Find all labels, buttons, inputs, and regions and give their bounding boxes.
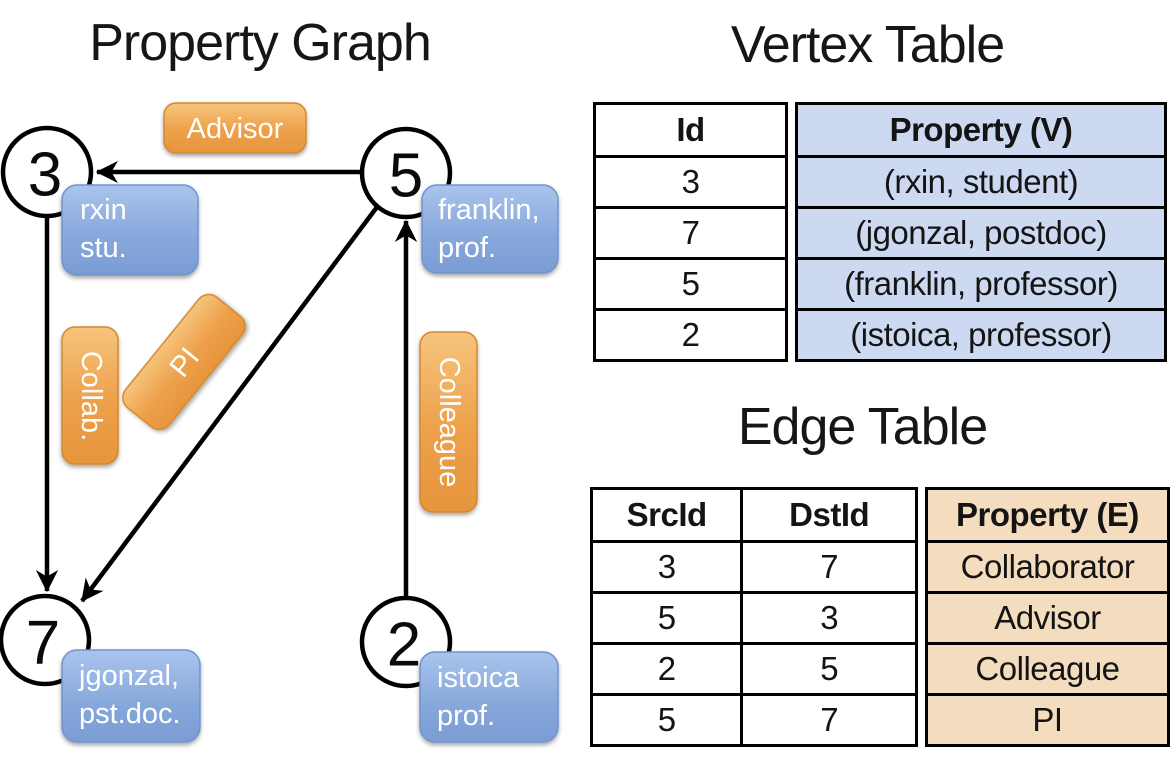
edge-table-header-row: SrcId DstId bbox=[589, 487, 918, 543]
node-5-property-line2: prof. bbox=[438, 232, 496, 264]
table-row: 5 7 bbox=[589, 693, 918, 747]
node-2-label: 2 bbox=[387, 611, 421, 680]
node-7-label: 7 bbox=[26, 609, 60, 678]
table-row: (franklin, professor) bbox=[795, 257, 1167, 311]
cell-srcid: 2 bbox=[589, 642, 744, 696]
vertex-table-title: Vertex Table bbox=[730, 16, 1005, 74]
cell-dstid: 7 bbox=[740, 540, 918, 594]
node-3-label: 3 bbox=[28, 141, 62, 210]
node-2-property-box: istoica prof. bbox=[419, 651, 559, 743]
vertex-table-header-row: Property (V) bbox=[795, 102, 1167, 158]
node-5-property-line1: franklin, bbox=[438, 194, 540, 226]
node-7-property-line1: jgonzal, bbox=[78, 660, 179, 692]
table-row: 5 bbox=[593, 257, 788, 311]
cell-edge-property: Advisor bbox=[924, 591, 1170, 645]
vertex-col-header-id: Id bbox=[593, 102, 788, 158]
table-row: Collaborator bbox=[924, 540, 1170, 594]
vertex-table: Id 3 7 5 2 Property (V) (rxin, student) … bbox=[593, 102, 1167, 362]
cell-srcid: 3 bbox=[589, 540, 744, 594]
edge-table-header-row: Property (E) bbox=[924, 487, 1170, 543]
cell-id: 5 bbox=[593, 257, 788, 311]
table-row: 2 5 bbox=[589, 642, 918, 696]
node-3-property-rect bbox=[61, 184, 199, 276]
edge-label-collab-box bbox=[61, 326, 119, 465]
node-7-property-line2: pst.doc. bbox=[79, 698, 181, 730]
edge-col-header-srcid: SrcId bbox=[589, 487, 744, 543]
node-5-property-box: franklin, prof. bbox=[421, 184, 559, 274]
cell-property: (istoica, professor) bbox=[795, 308, 1167, 362]
node-7-property-rect bbox=[61, 649, 201, 743]
table-row: Colleague bbox=[924, 642, 1170, 696]
node-2-property-rect bbox=[419, 651, 559, 743]
edge-label-advisor-text: Advisor bbox=[187, 113, 284, 145]
edge-table: SrcId DstId 3 7 5 3 2 5 5 7 Property (E) bbox=[589, 487, 1170, 747]
table-row: (rxin, student) bbox=[795, 155, 1167, 209]
table-row: 2 bbox=[593, 308, 788, 362]
table-row: 3 7 bbox=[589, 540, 918, 594]
edge-label-advisor: Advisor bbox=[163, 102, 307, 154]
cell-dstid: 5 bbox=[740, 642, 918, 696]
cell-edge-property: Colleague bbox=[924, 642, 1170, 696]
cell-srcid: 5 bbox=[589, 591, 744, 645]
edge-label-pi-box bbox=[122, 293, 246, 431]
edge-table-property-column: Property (E) Collaborator Advisor Collea… bbox=[924, 487, 1170, 747]
table-row: 3 bbox=[593, 155, 788, 209]
edge-pi-5-to-7 bbox=[80, 205, 379, 603]
table-row: (jgonzal, postdoc) bbox=[795, 206, 1167, 260]
edge-col-header-dstid: DstId bbox=[740, 487, 918, 543]
table-row: 5 3 bbox=[589, 591, 918, 645]
cell-dstid: 3 bbox=[740, 591, 918, 645]
cell-id: 2 bbox=[593, 308, 788, 362]
cell-edge-property: Collaborator bbox=[924, 540, 1170, 594]
cell-property: (jgonzal, postdoc) bbox=[795, 206, 1167, 260]
vertex-table-id-column: Id 3 7 5 2 bbox=[593, 102, 788, 362]
cell-property: (rxin, student) bbox=[795, 155, 1167, 209]
vertex-table-header-row: Id bbox=[593, 102, 788, 158]
node-7-property-box: jgonzal, pst.doc. bbox=[61, 649, 201, 743]
cell-edge-property: PI bbox=[924, 693, 1170, 747]
cell-dstid: 7 bbox=[740, 693, 918, 747]
vertex-col-header-property: Property (V) bbox=[795, 102, 1167, 158]
cell-id: 7 bbox=[593, 206, 788, 260]
edge-table-title: Edge Table bbox=[737, 398, 988, 456]
edge-label-collab-text: Collab. bbox=[75, 351, 107, 441]
edge-label-colleague-text: Colleague bbox=[433, 357, 465, 488]
edge-label-advisor-box bbox=[163, 102, 307, 154]
cell-property: (franklin, professor) bbox=[795, 257, 1167, 311]
edge-label-colleague-box bbox=[419, 331, 478, 513]
cell-id: 3 bbox=[593, 155, 788, 209]
table-row: (istoica, professor) bbox=[795, 308, 1167, 362]
node-3-property-box: rxin stu. bbox=[61, 184, 199, 276]
node-3-property-line1: rxin bbox=[80, 194, 127, 226]
edge-label-pi: PI bbox=[122, 293, 246, 431]
table-row: Advisor bbox=[924, 591, 1170, 645]
cell-srcid: 5 bbox=[589, 693, 744, 747]
node-5-label: 5 bbox=[389, 142, 423, 211]
edge-table-id-columns: SrcId DstId 3 7 5 3 2 5 5 7 bbox=[589, 487, 918, 747]
edge-label-colleague: Colleague bbox=[419, 331, 478, 513]
table-row: PI bbox=[924, 693, 1170, 747]
table-row: 7 bbox=[593, 206, 788, 260]
node-5-property-rect bbox=[421, 184, 559, 274]
node-2-property-line1: istoica bbox=[437, 662, 520, 694]
edge-col-header-property: Property (E) bbox=[924, 487, 1170, 543]
property-graph-diagram: Advisor Collab. PI Colleague 3 5 7 2 rxi… bbox=[0, 102, 559, 743]
vertex-table-property-column: Property (V) (rxin, student) (jgonzal, p… bbox=[795, 102, 1167, 362]
edge-label-collab: Collab. bbox=[61, 326, 119, 465]
property-graph-title: Property Graph bbox=[89, 14, 432, 72]
node-3-property-line2: stu. bbox=[80, 232, 127, 264]
node-2-property-line2: prof. bbox=[437, 700, 495, 732]
